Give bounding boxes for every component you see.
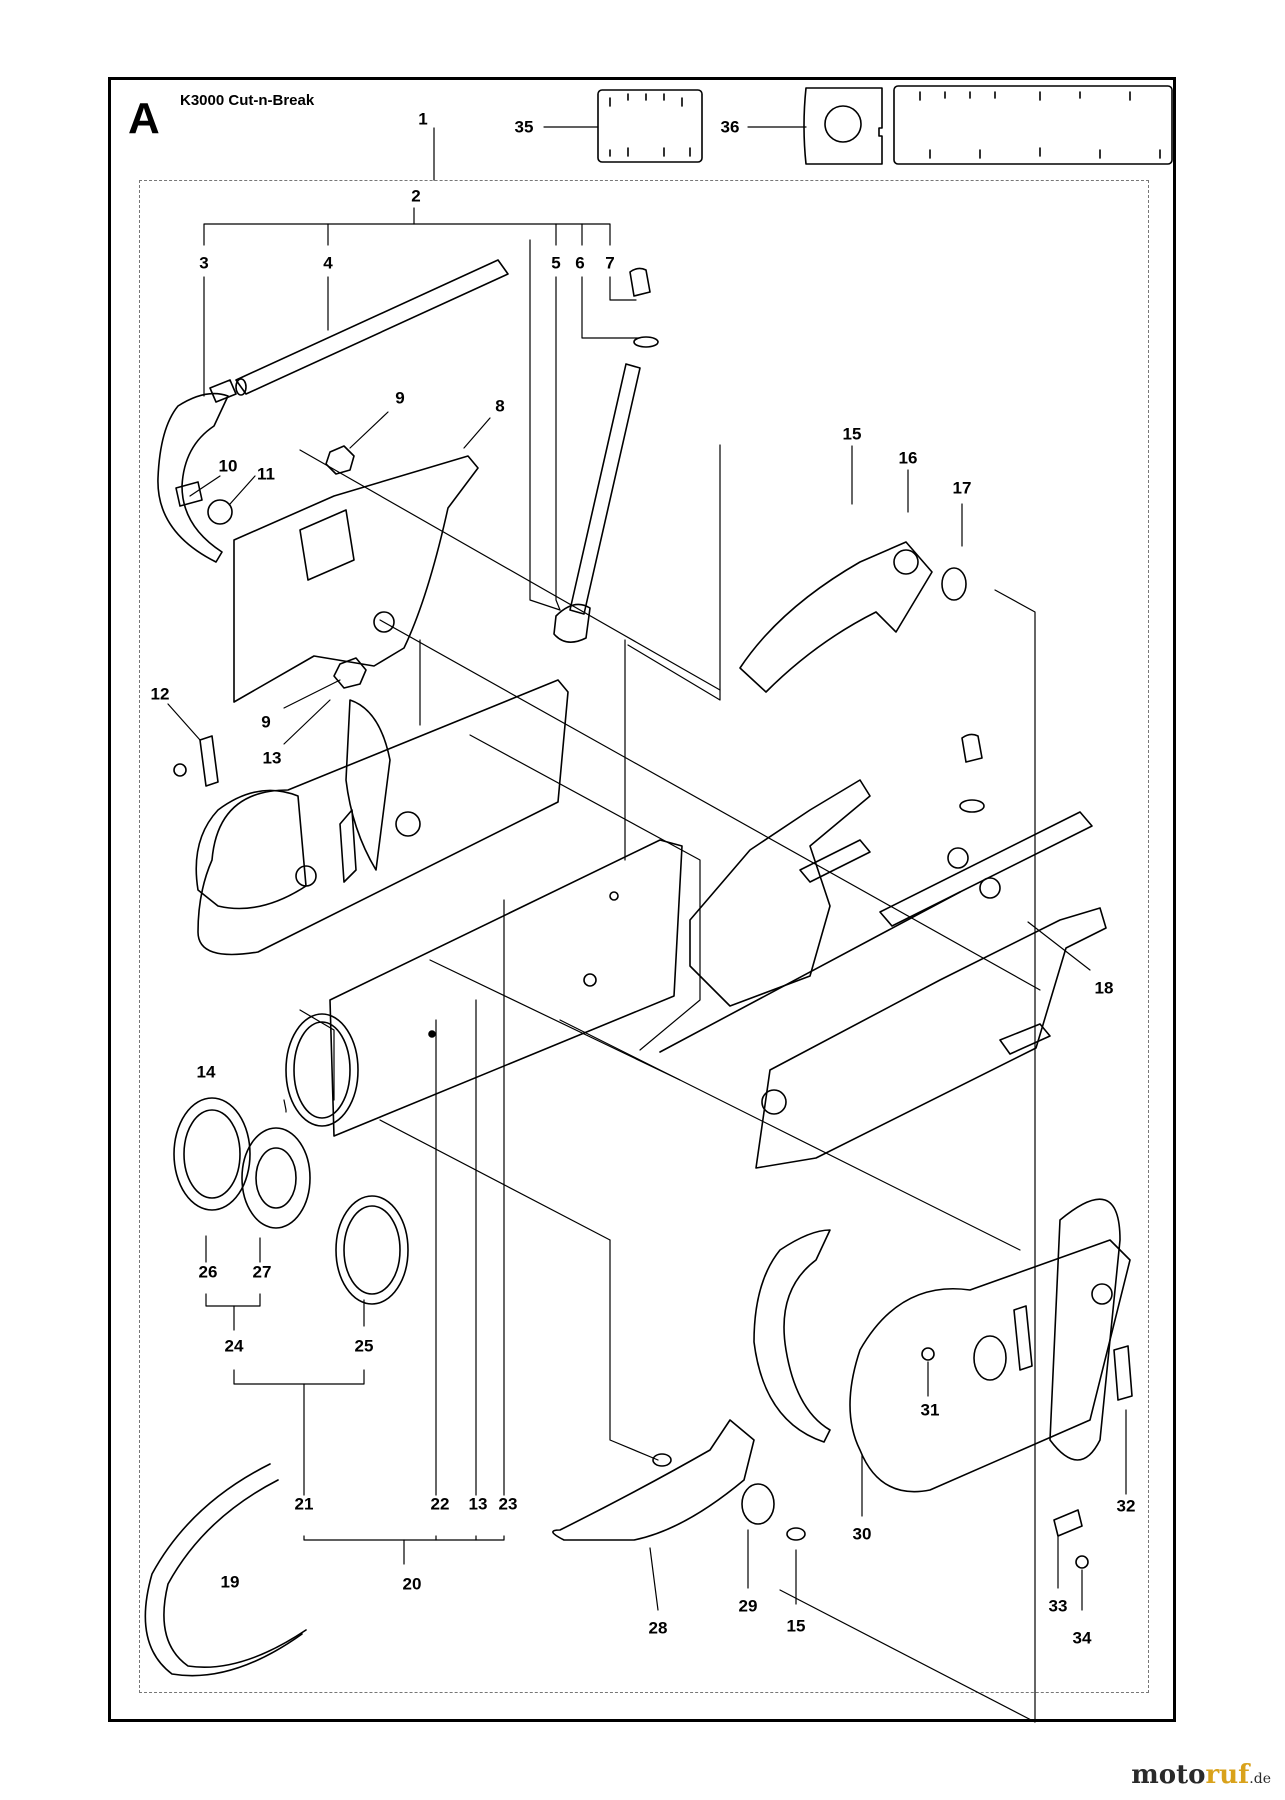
callout-20: 20	[401, 1574, 423, 1594]
callout-13-bottom: 13	[467, 1494, 489, 1514]
callout-25: 25	[353, 1336, 375, 1356]
callout-34: 34	[1071, 1628, 1093, 1648]
callout-28: 28	[647, 1618, 669, 1638]
nut-parts-9	[325, 445, 367, 689]
callout-2: 2	[410, 186, 422, 206]
callout-3: 3	[198, 253, 210, 273]
arm-body-part-18	[659, 811, 1107, 1169]
watermark-part-3: .de	[1249, 1771, 1271, 1787]
watermark-logo: motoruf.de	[1131, 1760, 1271, 1790]
callout-1: 1	[417, 109, 429, 129]
diagram-frame	[108, 77, 1176, 1722]
exploded-view-area	[139, 180, 1149, 1693]
callout-19: 19	[219, 1572, 241, 1592]
callout-22: 22	[429, 1494, 451, 1514]
watermark-part-2: ruf	[1205, 1760, 1250, 1790]
drive-belt-part-19	[144, 1463, 307, 1677]
callout-14: 14	[195, 1062, 217, 1082]
front-cover-part-8	[233, 455, 479, 703]
callout-10: 10	[217, 456, 239, 476]
callout-36: 36	[719, 117, 741, 137]
callout-16: 16	[897, 448, 919, 468]
callout-24: 24	[223, 1336, 245, 1356]
callout-33: 33	[1047, 1596, 1069, 1616]
callout-18: 18	[1093, 978, 1115, 998]
seal-rings	[173, 1013, 409, 1305]
watermark-part-1: moto	[1131, 1760, 1206, 1790]
part-12	[173, 735, 219, 787]
spacer-plate	[345, 699, 391, 871]
callout-17: 17	[951, 478, 973, 498]
callout-15-bottom: 15	[785, 1616, 807, 1636]
callout-5: 5	[550, 253, 562, 273]
callout-15-top: 15	[841, 424, 863, 444]
callout-26: 26	[197, 1262, 219, 1282]
blade-guard-left	[195, 679, 569, 956]
leader-lines	[167, 126, 1127, 1723]
small-parts	[428, 1030, 1133, 1569]
callout-13-left: 13	[261, 748, 283, 768]
blade-guard-right-part-30	[849, 1198, 1131, 1493]
rod-part-4	[235, 259, 509, 396]
bracket-part-3	[157, 379, 237, 563]
bolt-parts-10-11	[175, 481, 233, 525]
callout-23: 23	[497, 1494, 519, 1514]
bracket-right	[753, 1229, 831, 1443]
callout-27: 27	[251, 1262, 273, 1282]
callout-6: 6	[574, 253, 586, 273]
callout-12: 12	[149, 684, 171, 704]
decal-35	[597, 89, 703, 163]
callout-9-top: 9	[394, 388, 406, 408]
hose-part-5-7	[553, 267, 659, 643]
callout-11: 11	[256, 464, 276, 484]
callout-7: 7	[604, 253, 616, 273]
callout-35: 35	[513, 117, 535, 137]
callout-9-lower: 9	[260, 712, 272, 732]
model-title: K3000 Cut-n-Break	[180, 92, 315, 109]
callout-21: 21	[293, 1494, 315, 1514]
callout-31: 31	[919, 1400, 941, 1420]
fitting-right	[947, 733, 985, 869]
decal-36	[803, 85, 1173, 165]
handle-part-16	[739, 541, 967, 693]
callout-4: 4	[322, 253, 334, 273]
cutting-arm	[329, 839, 683, 1137]
section-letter: A	[128, 94, 160, 143]
callout-30: 30	[851, 1524, 873, 1544]
callout-32: 32	[1115, 1496, 1137, 1516]
callout-29: 29	[737, 1596, 759, 1616]
callout-8: 8	[494, 396, 506, 416]
bracket-plate	[689, 779, 871, 1007]
handle-part-28	[552, 1419, 775, 1541]
